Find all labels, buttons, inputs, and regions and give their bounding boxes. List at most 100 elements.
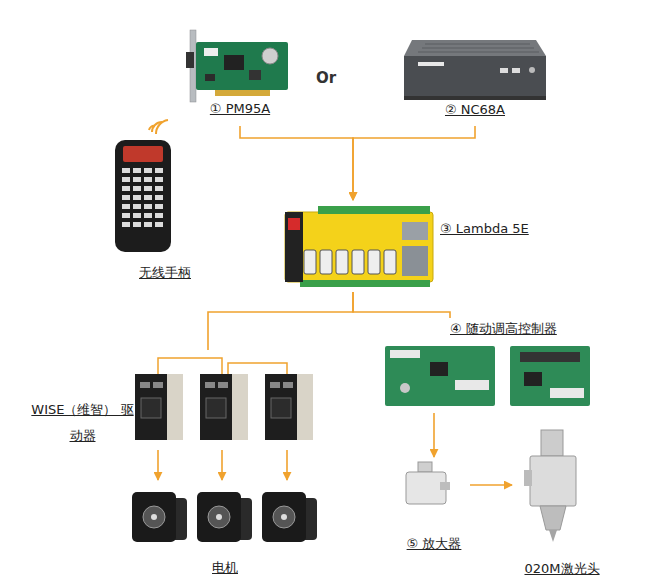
key	[122, 222, 130, 227]
connector-line	[433, 413, 435, 457]
connector	[240, 126, 353, 200]
key	[155, 186, 163, 191]
drive-connector	[271, 398, 291, 418]
terminal-block	[390, 350, 420, 358]
component-label: ④ 随动调高控制器	[450, 320, 595, 338]
key	[133, 186, 141, 191]
component-label: ③ Lambda 5E	[440, 220, 546, 238]
component-node: ① PM95A	[185, 28, 295, 126]
logo-badge	[288, 218, 300, 230]
head-nozzle	[549, 530, 557, 542]
pcb-board	[196, 42, 288, 90]
connector-line	[221, 450, 223, 480]
connector-line	[157, 450, 159, 480]
drive-front	[265, 374, 297, 440]
brand-plate	[418, 62, 444, 66]
component-node: WISE（维智） 驱动器	[20, 350, 320, 450]
head-port	[524, 470, 532, 486]
separator-word: Or	[316, 69, 336, 87]
db-connector	[384, 250, 396, 274]
coin-battery	[262, 48, 278, 64]
servo-motor	[197, 492, 252, 542]
connector-line	[208, 292, 353, 350]
pendant-keys	[122, 168, 163, 227]
key	[122, 204, 130, 209]
gold-fingers	[215, 90, 270, 96]
motor-flange	[262, 492, 306, 542]
motor-face	[273, 506, 295, 528]
component-label: 无线手柄	[100, 264, 230, 282]
key	[155, 195, 163, 200]
pendant-body	[115, 140, 171, 252]
pcb-board	[385, 346, 495, 406]
connector	[353, 126, 475, 200]
connector-line	[470, 484, 512, 486]
servo-drive	[265, 374, 313, 440]
chip	[249, 70, 261, 80]
amplifier	[406, 462, 450, 504]
key	[133, 204, 141, 209]
drive-port	[218, 382, 228, 388]
key	[144, 213, 152, 218]
key	[133, 168, 141, 173]
key	[133, 195, 141, 200]
connector	[353, 292, 450, 318]
drive-port	[270, 382, 280, 388]
component-label: ⑤ 放大器	[398, 535, 470, 553]
motor-flange	[132, 492, 176, 542]
chip	[524, 372, 542, 386]
drive-front	[135, 374, 167, 440]
controller-side	[285, 212, 303, 282]
pc-top	[404, 40, 546, 56]
component-node: ② NC68A	[400, 25, 550, 126]
drive-port	[283, 382, 293, 388]
drive-side	[297, 374, 313, 440]
motor-face	[143, 506, 165, 528]
connector	[520, 352, 580, 362]
industrial-pc	[404, 40, 546, 100]
component-label: ① PM95A	[185, 100, 295, 118]
head-top	[541, 430, 563, 456]
key	[122, 168, 130, 173]
connector	[208, 292, 353, 350]
connector-line	[353, 126, 475, 200]
key	[133, 177, 141, 182]
drive-port	[205, 382, 215, 388]
db-connector	[304, 250, 316, 274]
connector-line	[240, 126, 353, 200]
key	[122, 186, 130, 191]
terminal-block	[550, 388, 584, 398]
terminal-strip	[300, 280, 430, 287]
wireless-pendant	[115, 120, 171, 252]
component-node: 电机	[125, 480, 325, 578]
key	[144, 168, 152, 173]
key	[155, 168, 163, 173]
pci-card	[186, 30, 288, 102]
component-label: 020M激光头	[512, 560, 612, 578]
component-label: WISE（维智） 驱动器	[25, 397, 140, 449]
key	[155, 213, 163, 218]
chip	[430, 362, 448, 376]
connector	[470, 485, 512, 486]
key	[144, 195, 152, 200]
component	[400, 383, 410, 393]
key	[155, 177, 163, 182]
head-body	[530, 456, 576, 506]
db-connector	[186, 52, 194, 68]
chip	[205, 74, 215, 81]
servo-motor	[262, 492, 317, 542]
pin-header	[204, 48, 218, 56]
servo-drive	[135, 374, 183, 440]
pcb-board	[510, 346, 590, 406]
key	[155, 222, 163, 227]
io-block	[402, 246, 428, 276]
motor-shaft	[151, 514, 157, 520]
component-label: ② NC68A	[400, 101, 550, 119]
cooling-fins	[418, 44, 539, 52]
key	[144, 222, 152, 227]
drive-side	[232, 374, 248, 440]
key	[155, 204, 163, 209]
component-node: ⑤ 放大器	[398, 457, 470, 555]
